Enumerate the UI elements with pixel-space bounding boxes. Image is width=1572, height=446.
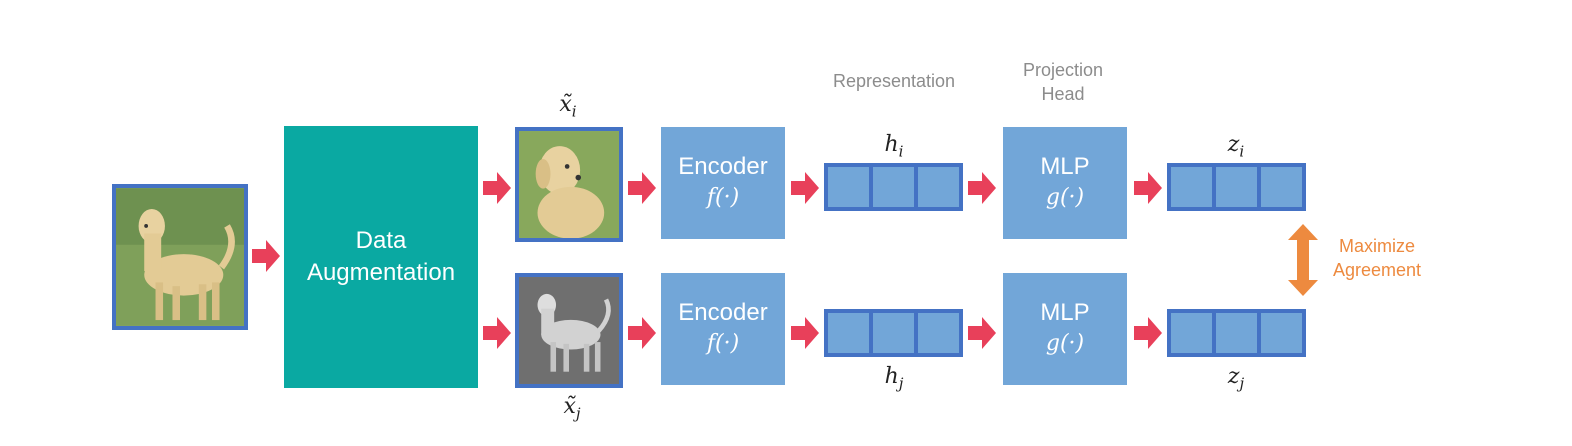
right-arrow-icon — [483, 172, 511, 204]
augmented-view-bottom — [515, 273, 623, 388]
maximize-agreement-label: Maximize Agreement — [1332, 236, 1422, 280]
vertical-double-arrow-icon — [1288, 224, 1318, 296]
dog-photo — [116, 188, 244, 326]
vector-cell — [828, 313, 869, 353]
encoder-block-top: Encoder f(·) — [661, 127, 785, 239]
vector-cell — [873, 167, 914, 207]
mlp-function: g(·) — [1045, 185, 1085, 210]
encoder-block-bottom: Encoder f(·) — [661, 273, 785, 385]
vector-cell — [918, 167, 959, 207]
right-arrow-icon — [628, 172, 656, 204]
dog-photo — [519, 277, 619, 384]
right-arrow-icon — [1134, 317, 1162, 349]
output-vector-top — [1167, 163, 1306, 211]
right-arrow-icon — [791, 317, 819, 349]
right-arrow-icon — [628, 317, 656, 349]
vector-cell — [1171, 167, 1212, 207]
right-arrow-icon — [1134, 172, 1162, 204]
input-dog-image — [112, 184, 248, 330]
representation-vector-top — [824, 163, 963, 211]
mlp-title: MLP — [1040, 153, 1090, 180]
vector-cell — [873, 313, 914, 353]
vector-cell — [1216, 167, 1257, 207]
right-arrow-icon — [252, 240, 280, 272]
right-arrow-icon — [483, 317, 511, 349]
output-label-top: zi — [1227, 132, 1245, 161]
augmentation-line2: Augmentation — [306, 259, 456, 286]
representation-caption: Representation — [832, 71, 956, 91]
mlp-title: MLP — [1040, 299, 1090, 326]
augmentation-line1: Data — [355, 227, 407, 254]
encoder-function: f(·) — [706, 331, 740, 356]
mlp-function: g(·) — [1045, 331, 1085, 356]
view-label-bottom: x̃j — [563, 394, 581, 423]
output-label-bottom: zj — [1227, 364, 1245, 393]
projection-head-caption: Projection Head — [1022, 60, 1104, 104]
encoder-title: Encoder — [678, 153, 768, 180]
dog-photo — [519, 131, 619, 238]
mlp-block-top: MLP g(·) — [1003, 127, 1127, 239]
vector-cell — [1261, 313, 1302, 353]
right-arrow-icon — [968, 317, 996, 349]
vector-cell — [1171, 313, 1212, 353]
representation-label-bottom: hj — [884, 364, 904, 393]
right-arrow-icon — [791, 172, 819, 204]
right-arrow-icon — [968, 172, 996, 204]
vector-cell — [918, 313, 959, 353]
data-augmentation-block: Data Augmentation — [284, 126, 478, 388]
encoder-title: Encoder — [678, 299, 768, 326]
output-vector-bottom — [1167, 309, 1306, 357]
augmented-view-top — [515, 127, 623, 242]
vector-cell — [828, 167, 869, 207]
representation-vector-bottom — [824, 309, 963, 357]
mlp-block-bottom: MLP g(·) — [1003, 273, 1127, 385]
encoder-function: f(·) — [706, 185, 740, 210]
vector-cell — [1261, 167, 1302, 207]
view-label-top: x̃i — [559, 92, 577, 121]
vector-cell — [1216, 313, 1257, 353]
representation-label-top: hi — [884, 132, 904, 161]
